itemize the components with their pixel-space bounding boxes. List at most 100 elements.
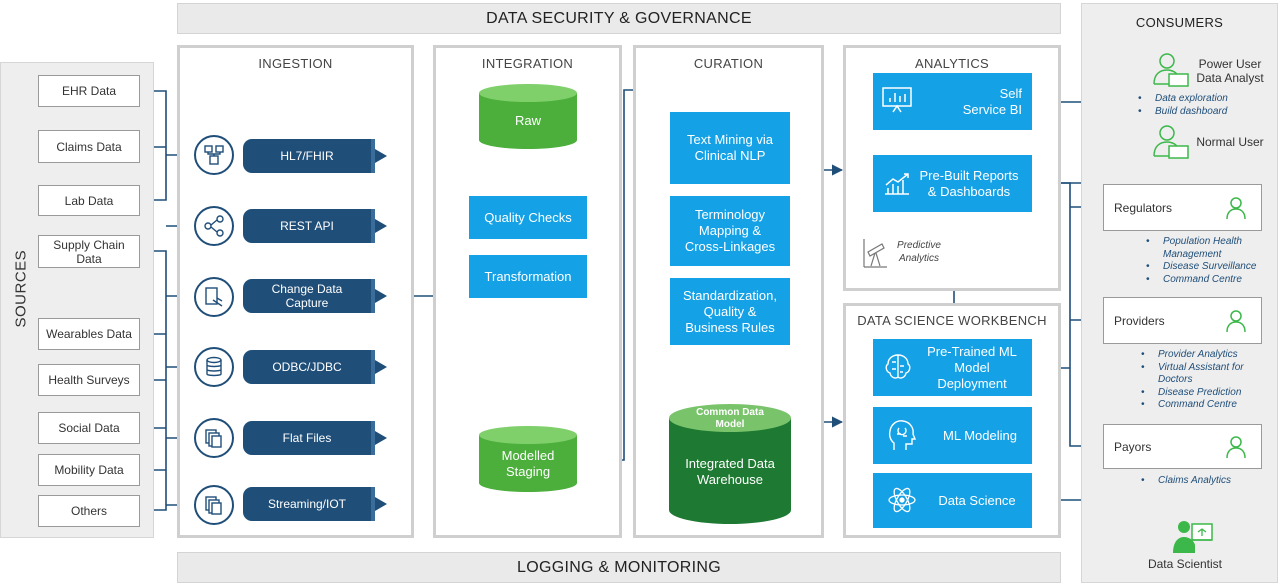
source-mobility[interactable]: Mobility Data [38,454,140,486]
data-science-label: Data Science [938,492,1016,508]
pill-arrow-icon [375,431,387,445]
pill-flat-label: Flat Files [243,421,371,455]
share-network-icon [194,206,234,246]
bullet-item: Population Health Management [1146,236,1280,261]
pill-cdc-label: Change Data Capture [243,279,371,313]
reports-dashboards-box[interactable]: Pre-Built Reports & Dashboards [873,155,1032,212]
standardization-box[interactable]: Standardization, Quality & Business Rule… [670,278,790,345]
data-scientist-icon [1172,518,1214,559]
growth-chart-icon [885,173,909,195]
bullet-item: Command Centre [1146,274,1280,287]
pill-streaming[interactable]: Streaming/IOT [243,487,395,521]
person-icon [1226,436,1246,459]
reports-dashboards-label: Pre-Built Reports & Dashboards [919,167,1019,199]
warehouse-label: Integrated Data Warehouse [685,456,775,487]
modelled-staging-cylinder[interactable]: Modelled Staging [478,425,578,493]
pill-rest-api[interactable]: REST API [243,209,395,243]
data-science-box[interactable]: Data Science [873,473,1032,528]
modelled-staging-label: Modelled Staging [501,448,555,479]
data-scientist-label: Data Scientist [1147,557,1223,571]
source-claims[interactable]: Claims Data [38,130,140,163]
atom-icon [888,487,916,513]
providers-bullets: Provider Analytics Virtual Assistant for… [1141,349,1271,412]
bullet-item: Disease Surveillance [1146,261,1280,274]
stream-files-icon [194,485,234,525]
pill-arrow-icon [375,149,387,163]
providers-box[interactable]: Providers [1103,297,1262,344]
source-supply-chain[interactable]: Supply Chain Data [38,235,140,268]
providers-label: Providers [1114,313,1165,328]
pill-odbc-label: ODBC/JDBC [243,350,371,384]
regulators-label: Regulators [1114,200,1173,215]
raw-cylinder[interactable]: Raw [478,83,578,150]
integration-title: INTEGRATION [481,56,574,71]
pill-hl7[interactable]: HL7/FHIR [243,139,395,173]
governance-bar: DATA SECURITY & GOVERNANCE [177,3,1061,34]
files-icon [194,418,234,458]
regulators-box[interactable]: Regulators [1103,184,1262,231]
telescope-icon [863,239,887,268]
sources-title: SOURCES [12,249,30,328]
source-social[interactable]: Social Data [38,412,140,444]
workbench-title: DATA SCIENCE WORKBENCH [857,313,1047,328]
power-user-label: Power User Data Analyst [1196,57,1264,85]
payors-bullets: Claims Analytics [1141,475,1271,488]
pill-arrow-icon [375,289,387,303]
bullet-item: Command Centre [1141,399,1271,412]
consumers-title: CONSUMERS [1135,15,1224,30]
pill-arrow-icon [375,497,387,511]
pill-flat-files[interactable]: Flat Files [243,421,395,455]
ml-deployment-box[interactable]: Pre-Trained ML Model Deployment [873,339,1032,396]
pill-rest-label: REST API [243,209,371,243]
self-service-bi-label: Self Service BI [962,85,1022,117]
bullet-item: Disease Prediction [1141,387,1271,400]
brain-circuit-icon [885,354,911,379]
predictive-analytics[interactable]: Predictive Analytics [860,236,960,268]
bullet-item: Claims Analytics [1141,475,1271,488]
ml-modeling-label: ML Modeling [943,427,1017,443]
terminology-box[interactable]: Terminology Mapping & Cross-Linkages [670,196,790,266]
curation-title: CURATION [693,56,764,71]
database-icon [194,347,234,387]
pill-hl7-label: HL7/FHIR [243,139,371,173]
hl7-device-icon [194,135,234,175]
payors-label: Payors [1114,439,1152,454]
payors-box[interactable]: Payors [1103,424,1262,469]
source-health-surveys[interactable]: Health Surveys [38,364,140,396]
text-mining-box[interactable]: Text Mining via Clinical NLP [670,112,790,184]
ingestion-title: INGESTION [258,56,333,71]
pill-arrow-icon [375,219,387,233]
pill-arrow-icon [375,360,387,374]
power-user-icon [1152,52,1190,93]
monitor-chart-icon [882,87,912,113]
source-lab[interactable]: Lab Data [38,185,140,216]
ai-head-icon [888,420,917,450]
bullet-item: Virtual Assistant for Doctors [1141,362,1271,387]
logging-bar: LOGGING & MONITORING [177,552,1061,583]
pill-cdc[interactable]: Change Data Capture [243,279,395,313]
quality-checks-box[interactable]: Quality Checks [469,196,587,239]
pill-odbc[interactable]: ODBC/JDBC [243,350,395,384]
person-icon [1226,197,1246,220]
normal-user-icon [1152,124,1190,165]
person-icon [1226,310,1246,333]
source-wearables[interactable]: Wearables Data [38,318,140,350]
warehouse-cylinder[interactable]: Common Data Model Integrated Data Wareho… [668,402,792,526]
document-edit-icon [194,277,234,317]
analytics-title: ANALYTICS [915,56,989,71]
power-user-bullets: Data exploration Build dashboard [1138,93,1278,118]
ml-deployment-label: Pre-Trained ML Model Deployment [927,343,1017,391]
bullet-item: Provider Analytics [1141,349,1271,362]
raw-label: Raw [514,113,541,128]
source-ehr[interactable]: EHR Data [38,75,140,107]
pill-streaming-label: Streaming/IOT [243,487,371,521]
predictive-analytics-label: Predictive Analytics [897,240,941,264]
cdm-label: Common Data Model [696,407,764,430]
source-others[interactable]: Others [38,495,140,527]
normal-user-label: Normal User [1196,135,1264,149]
regulators-bullets: Population Health Management Disease Sur… [1146,236,1280,286]
ml-modeling-box[interactable]: ML Modeling [873,407,1032,464]
self-service-bi-box[interactable]: Self Service BI [873,73,1032,130]
bullet-item: Build dashboard [1138,106,1278,119]
transformation-box[interactable]: Transformation [469,255,587,298]
